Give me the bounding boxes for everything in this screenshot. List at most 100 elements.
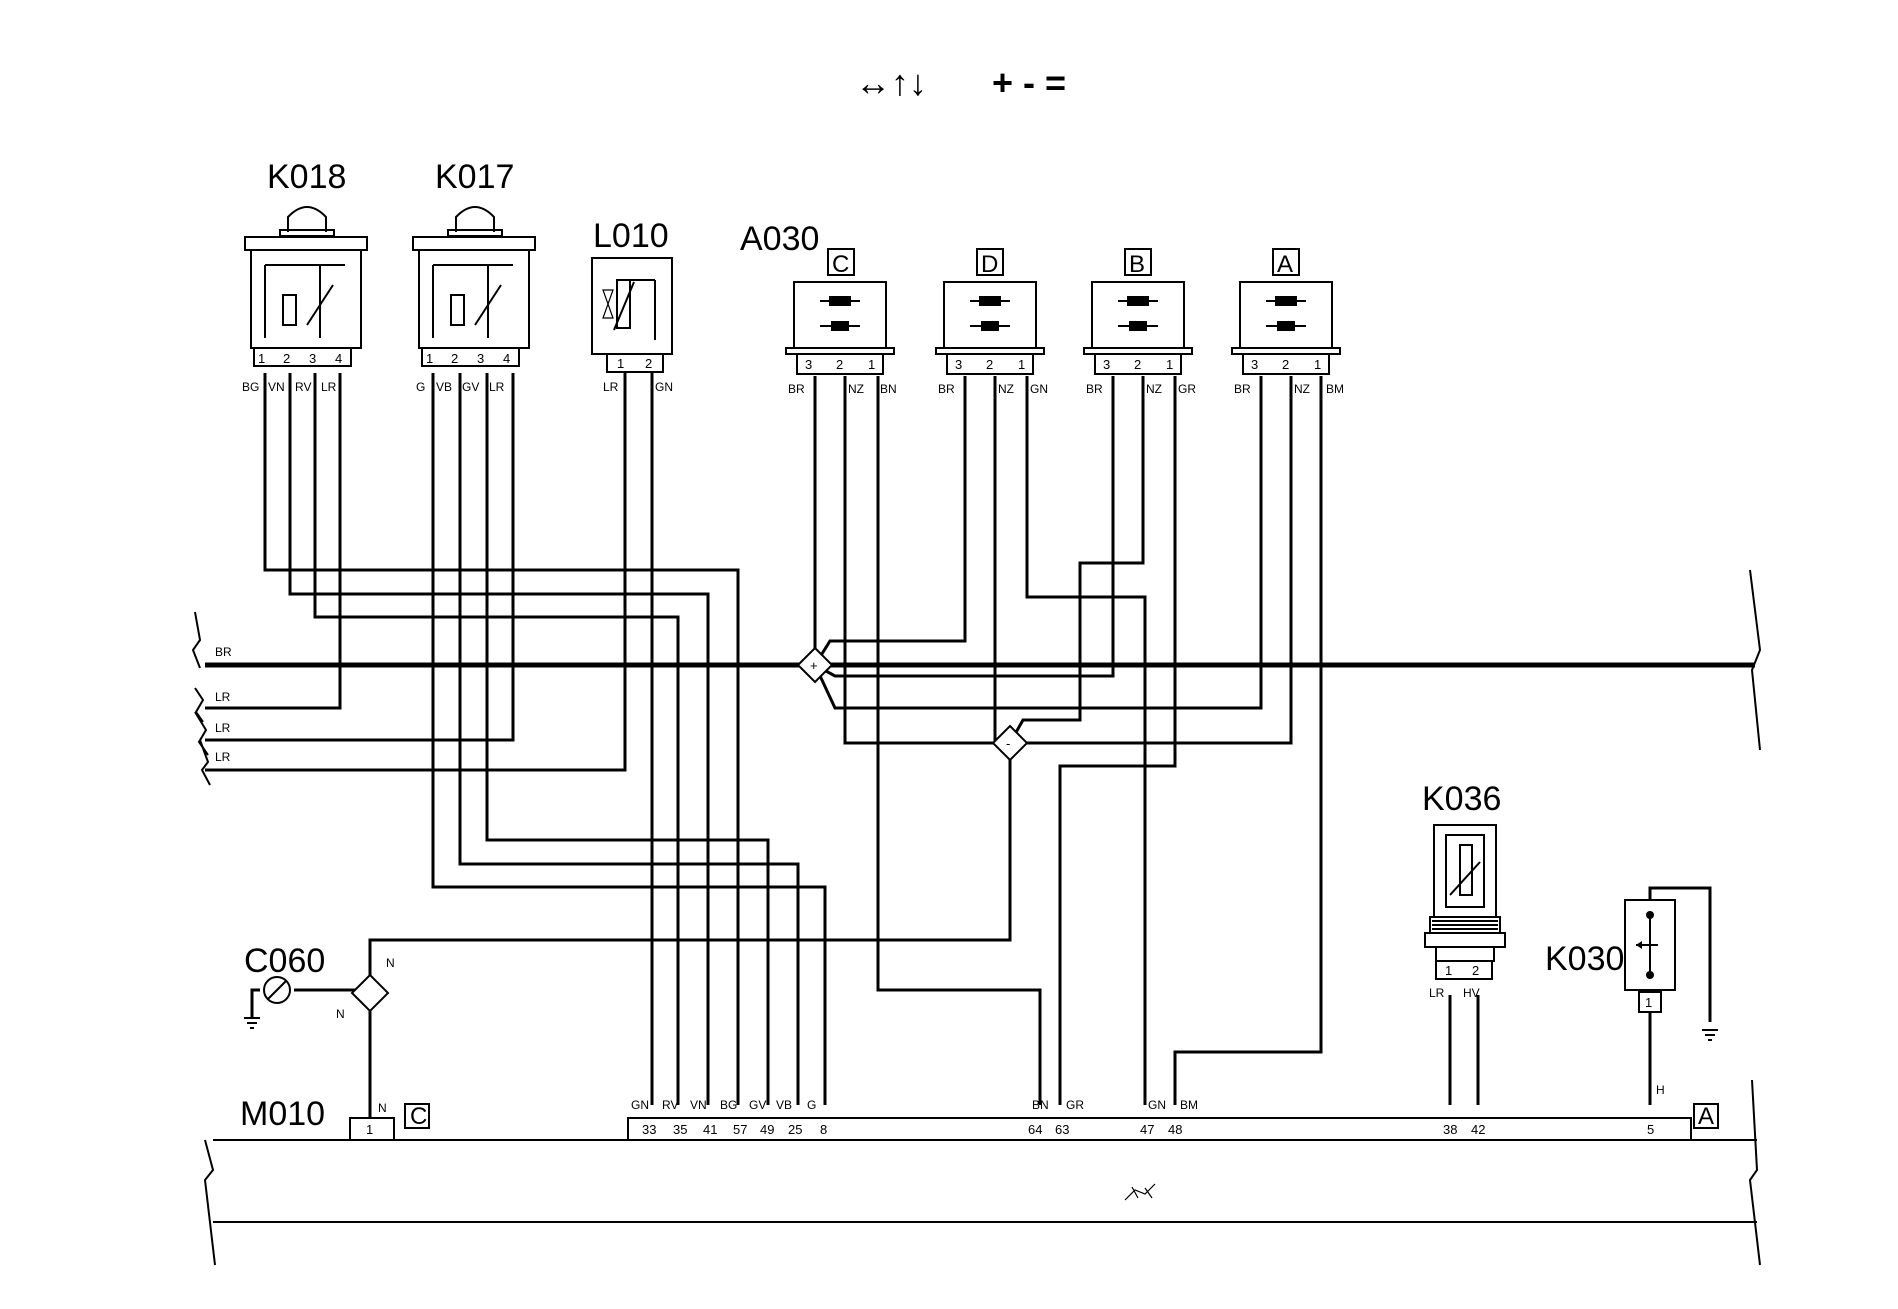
node-ground-label-top: N	[386, 956, 395, 970]
A030-A-wire-BR: BR	[1234, 382, 1251, 396]
M010-wire-VB: VB	[776, 1098, 792, 1112]
K017-pin-1: 1	[426, 351, 433, 366]
A030-connector-A: A 3 2 1 BR NZ BM	[1231, 248, 1344, 396]
node-minus-sign: -	[1006, 736, 1010, 751]
L010-pin-2: 2	[645, 356, 652, 371]
A030-C-pin-3: 3	[805, 357, 812, 372]
A030-connector-B: B 3 2 1 BR NZ GR	[1083, 248, 1196, 396]
K018-wire-BG: BG	[242, 380, 259, 394]
K018-pin-2: 2	[283, 351, 290, 366]
A030-B-pin-2: 2	[1134, 357, 1141, 372]
M010-pin-48: 48	[1168, 1122, 1182, 1137]
A030-A-pin-3: 3	[1251, 357, 1258, 372]
A030-A-pin-1: 1	[1314, 357, 1321, 372]
L010-pin-1: 1	[617, 356, 624, 371]
A030-connector-C-letter: C	[832, 251, 849, 278]
K036-label: K036	[1422, 780, 1501, 818]
node-ground-label-left: N	[336, 1007, 345, 1021]
M010-C-letter: C	[410, 1103, 427, 1130]
legend-arrows: ↔↑↓	[855, 62, 927, 103]
A030-connector-D: D 3 2 1 BR NZ GN	[935, 248, 1048, 396]
C060-label: C060	[244, 942, 325, 980]
M010-label: M010	[240, 1095, 325, 1133]
component-C060: C060	[244, 942, 325, 1029]
M010-pin-57: 57	[733, 1122, 747, 1137]
component-K030: K030 1 H	[1545, 899, 1718, 1097]
A030-label: A030	[740, 220, 819, 258]
K030-pin-1: 1	[1645, 995, 1652, 1010]
K017-wire-VB: VB	[436, 380, 452, 394]
M010-wire-G: G	[807, 1098, 816, 1112]
component-A030: A030 C 3 2 1 BR NZ BN D 3 2	[740, 220, 1344, 396]
K036-wire-HV: HV	[1463, 986, 1480, 1000]
K018-wire-RV: RV	[295, 380, 311, 394]
K018-pin-3: 3	[309, 351, 316, 366]
node-plus-sign: +	[810, 658, 818, 673]
A030-B-wire-BR: BR	[1086, 382, 1103, 396]
A030-B-wire-GR: GR	[1178, 382, 1196, 396]
component-K018: K018 1 2 3 4 BG VN RV LR	[242, 158, 368, 394]
A030-D-pin-3: 3	[955, 357, 962, 372]
M010-wire-RV: RV	[662, 1098, 678, 1112]
legend-symbols: ↔↑↓ + - =	[855, 62, 1066, 103]
K030-wire-H: H	[1656, 1083, 1665, 1097]
M010-pin-8: 8	[820, 1122, 827, 1137]
legend-signs: + - =	[992, 62, 1066, 103]
K017-pin-3: 3	[477, 351, 484, 366]
component-M010: M010 1 N C 33 35 41 57 49 25 8 64 63 47	[203, 1079, 1761, 1266]
A030-connector-C: C 3 2 1 BR NZ BN	[785, 248, 897, 396]
K017-label: K017	[435, 158, 514, 196]
M010-wire-GN-47: GN	[1148, 1098, 1166, 1112]
K036-wire-LR: LR	[1429, 986, 1445, 1000]
K017-wire-G: G	[416, 380, 425, 394]
K018-wire-LR: LR	[321, 380, 337, 394]
K036-pin-2: 2	[1472, 963, 1479, 978]
K017-pin-2: 2	[451, 351, 458, 366]
A030-connector-B-letter: B	[1129, 251, 1145, 278]
M010-pin-47: 47	[1140, 1122, 1154, 1137]
M010-wire-BG: BG	[720, 1098, 737, 1112]
A030-C-pin-1: 1	[868, 357, 875, 372]
A030-A-pin-2: 2	[1282, 357, 1289, 372]
M010-C-pin-1: 1	[366, 1122, 373, 1137]
K017-wire-GV: GV	[462, 380, 479, 394]
M010-wire-GR: GR	[1066, 1098, 1084, 1112]
M010-pin-64: 64	[1028, 1122, 1042, 1137]
A030-connector-A-letter: A	[1277, 251, 1293, 278]
M010-connector-C: 1 N C	[349, 1101, 430, 1141]
component-K036: K036 1 2 LR HV	[1422, 780, 1506, 1000]
K018-pin-1: 1	[258, 351, 265, 366]
A030-connector-D-letter: D	[981, 251, 998, 278]
A030-C-wire-BN: BN	[880, 382, 897, 396]
M010-wire-BM: BM	[1180, 1098, 1198, 1112]
node-plus: +	[796, 646, 834, 684]
component-K017: K017 1 2 3 4 G VB GV LR	[412, 158, 536, 394]
A030-B-wire-NZ: NZ	[1146, 382, 1162, 396]
M010-wire-GN-33: GN	[631, 1098, 649, 1112]
A030-D-wire-NZ: NZ	[998, 382, 1014, 396]
M010-pin-63: 63	[1055, 1122, 1069, 1137]
L010-wire-LR: LR	[603, 380, 619, 394]
left-line-BR: BR	[215, 645, 232, 659]
M010-pin-35: 35	[673, 1122, 687, 1137]
M010-pin-38: 38	[1443, 1122, 1457, 1137]
left-line-LR-1: LR	[215, 690, 231, 704]
A030-A-wire-NZ: NZ	[1294, 382, 1310, 396]
A030-C-wire-NZ: NZ	[848, 382, 864, 396]
M010-A-letter: A	[1698, 1103, 1714, 1130]
left-line-LR-3: LR	[215, 750, 231, 764]
K018-pin-4: 4	[335, 351, 342, 366]
A030-D-pin-1: 1	[1018, 357, 1025, 372]
M010-pin-41: 41	[703, 1122, 717, 1137]
wires	[205, 373, 1755, 1118]
M010-pin-33: 33	[642, 1122, 656, 1137]
M010-pin-42: 42	[1471, 1122, 1485, 1137]
M010-wire-GV: GV	[749, 1098, 766, 1112]
A030-C-wire-BR: BR	[788, 382, 805, 396]
node-ground: N N	[336, 956, 395, 1021]
A030-A-wire-BM: BM	[1326, 382, 1344, 396]
K018-label: K018	[267, 158, 346, 196]
L010-wire-GN: GN	[655, 380, 673, 394]
M010-connector-A: A	[1693, 1103, 1719, 1130]
